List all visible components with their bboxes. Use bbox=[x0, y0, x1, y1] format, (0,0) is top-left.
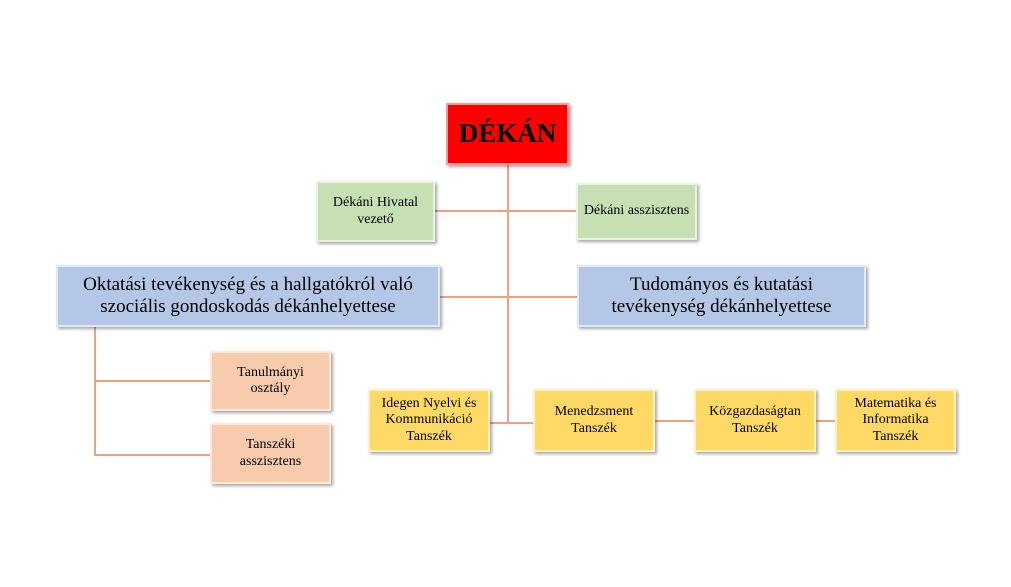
department-box: Idegen Nyelvi és Kommunikáció Tanszék bbox=[368, 389, 490, 452]
vice-dean-education-box: Oktatási tevékenység és a hallgatókról v… bbox=[56, 265, 440, 327]
vice-dean-research-box: Tudományos és kutatási tevékenység dékán… bbox=[577, 265, 866, 327]
connector-line bbox=[490, 422, 533, 424]
connector-line bbox=[435, 210, 576, 212]
department-assistant-box: Tanszéki asszisztens bbox=[210, 423, 331, 484]
connector-line bbox=[816, 420, 835, 422]
department-box: Közgazdaságtan Tanszék bbox=[694, 389, 816, 452]
office-head-box: Dékáni Hivatal vezető bbox=[316, 181, 435, 242]
connector-line bbox=[655, 420, 694, 422]
department-box: Matematika és Informatika Tanszék bbox=[835, 389, 956, 452]
dean-box: DÉKÁN bbox=[446, 103, 569, 165]
connector-line bbox=[440, 296, 577, 298]
department-box: Menedzsment Tanszék bbox=[533, 389, 655, 452]
study-office-box: Tanulmányi osztály bbox=[210, 351, 331, 411]
connector-line bbox=[94, 327, 96, 456]
dean-assistant-box: Dékáni asszisztens bbox=[576, 183, 697, 240]
connector-line bbox=[507, 165, 509, 424]
connector-line bbox=[94, 380, 210, 382]
connector-line bbox=[94, 454, 210, 456]
